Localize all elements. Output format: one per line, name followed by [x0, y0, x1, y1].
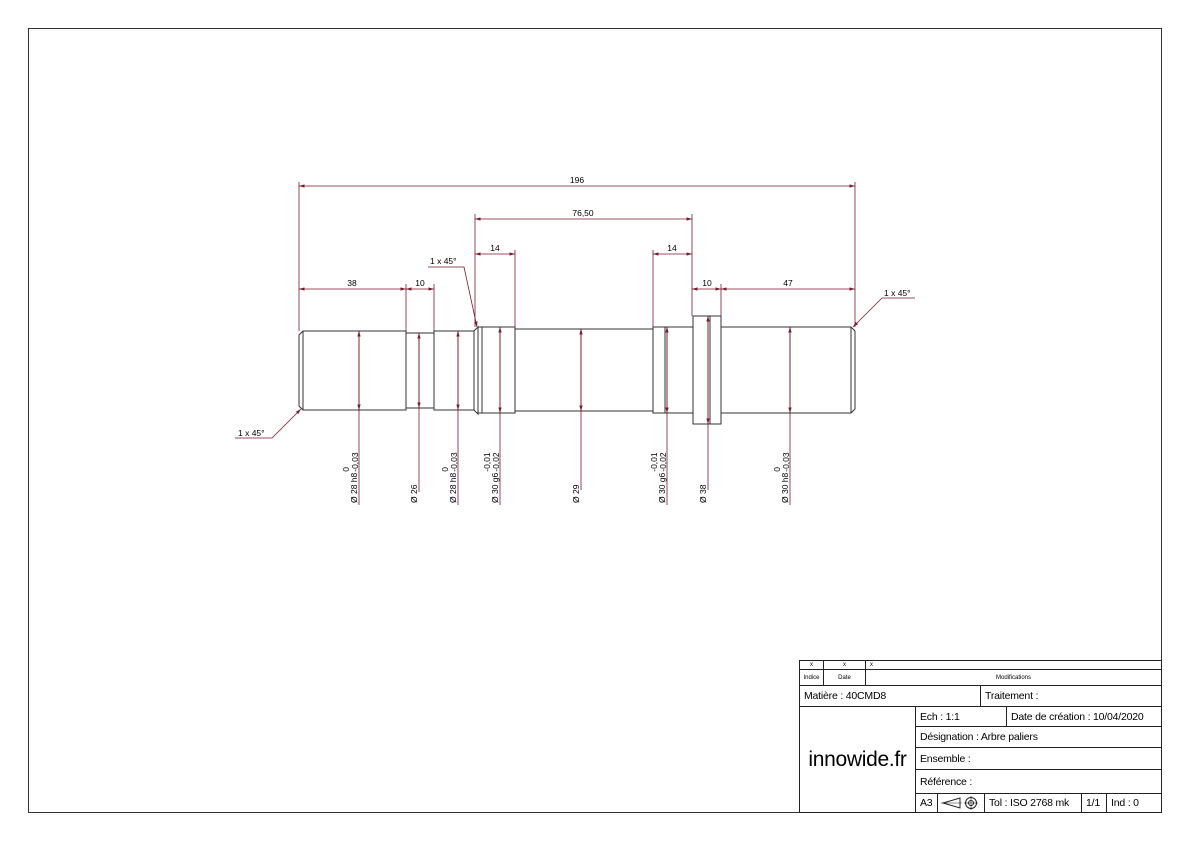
diameter-label: Ø 38 [698, 484, 708, 503]
dimension-lines [235, 182, 915, 505]
chamfer-left-label: 1 x 45° [238, 428, 265, 438]
company-logo: innowide.fr [799, 706, 916, 813]
dimension-labels: 196 76,50 14 14 38 10 10 47 1 x 45° 1 x … [238, 175, 911, 438]
diameter-label: Ø 29 [571, 484, 581, 503]
diameter-label: Ø 28 h8 [448, 472, 458, 503]
shaft-collar [692, 315, 722, 425]
shaft-left-end [298, 330, 407, 411]
date-header: Date [823, 669, 866, 686]
shaft-center [514, 328, 654, 412]
dim-47-label: 47 [783, 278, 793, 288]
diameter-tolerance-lower: -0,02 [658, 452, 668, 472]
tolerance-field: Tol : ISO 2768 mk [984, 793, 1082, 813]
diameter-tolerance-lower: -0,03 [781, 452, 791, 472]
diameter-label: Ø 30 h8 [780, 472, 790, 503]
assembly-field: Ensemble : [915, 747, 1162, 770]
revision-index-field: Ind : 0 [1106, 793, 1162, 813]
diameter-tolerance-upper: 0 [772, 467, 782, 472]
diameter-label: Ø 26 [409, 484, 419, 503]
designation-field: Désignation : Arbre paliers [915, 726, 1162, 748]
diameter-tolerance-lower: -0,03 [449, 452, 459, 472]
reference-field: Référence : [915, 769, 1162, 794]
dim-76-50-label: 76,50 [572, 208, 594, 218]
chamfer-top-label: 1 x 45° [430, 256, 457, 266]
diameter-label: Ø 30 g6 [657, 472, 667, 503]
diameter-label: Ø 28 h8 [349, 472, 359, 503]
title-block: x x x Indice Date Modifications Matière … [799, 660, 1162, 813]
diameter-label: Ø 30 g6 [490, 472, 500, 503]
diameter-tolerance-upper: 0 [440, 467, 450, 472]
chamfer-right-label: 1 x 45° [884, 288, 911, 298]
dim-38-label: 38 [347, 278, 357, 288]
dim-14-right-label: 14 [667, 243, 677, 253]
shaft-bearing-right [652, 326, 694, 414]
dim-196-label: 196 [570, 175, 584, 185]
shaft-right-end [720, 326, 856, 414]
diameter-tolerance-upper: 0 [341, 467, 351, 472]
page-field: 1/1 [1081, 793, 1107, 813]
dim-14-left-label: 14 [490, 243, 500, 253]
treatment-field: Traitement : [980, 685, 1162, 707]
diameter-tolerance-upper: -0,01 [482, 452, 492, 472]
projection-symbol [937, 793, 985, 813]
material-field: Matière : 40CMD8 [799, 685, 981, 707]
shaft-groove [405, 332, 435, 409]
scale-field: Ech : 1:1 [915, 706, 1007, 727]
dim-10-right-label: 10 [702, 278, 712, 288]
shaft-bearing-left [477, 326, 516, 414]
dim-10-left-label: 10 [415, 278, 425, 288]
indice-header: Indice [799, 669, 824, 686]
format-field: A3 [915, 793, 938, 813]
diameter-tolerance-upper: -0,01 [649, 452, 659, 472]
drawing-frame [28, 28, 1162, 813]
shaft-section-28 [433, 325, 479, 416]
modifications-header: Modifications [865, 669, 1162, 686]
first-angle-projection-icon [941, 796, 978, 810]
creation-date-field: Date de création : 10/04/2020 [1006, 706, 1162, 727]
diameter-tolerance-lower: -0,03 [350, 452, 360, 472]
shaft-outline [298, 315, 856, 425]
diameter-tolerance-lower: -0,02 [491, 452, 501, 472]
